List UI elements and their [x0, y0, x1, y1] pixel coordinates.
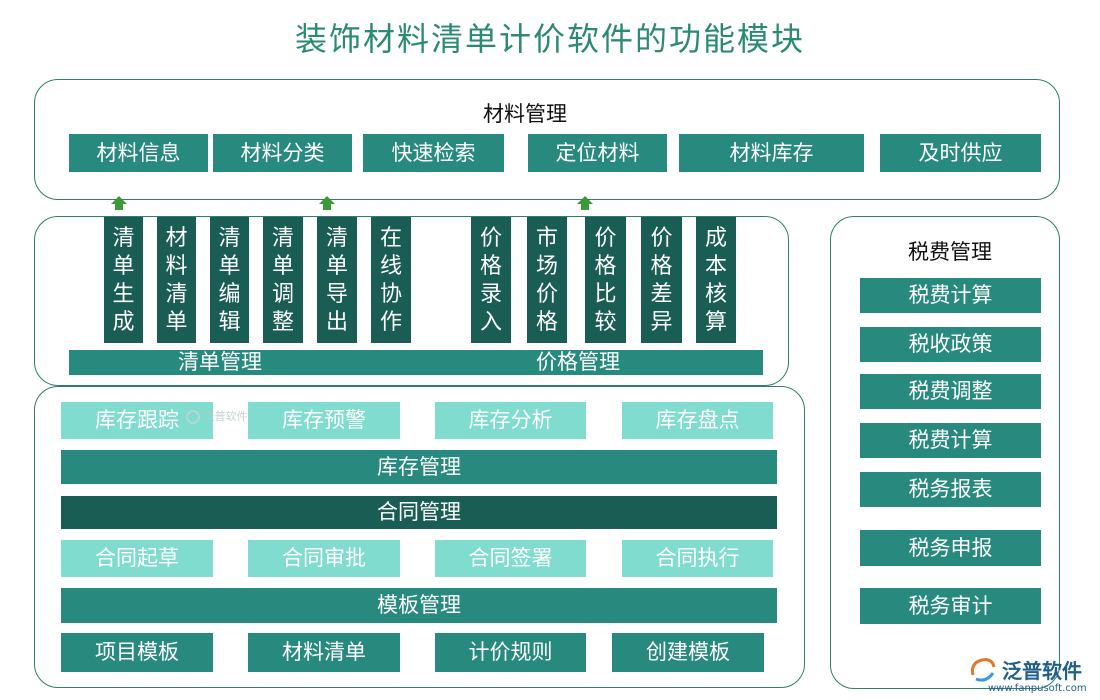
inventory-bar[interactable]: 库存管理	[61, 450, 777, 484]
material-item[interactable]: 及时供应	[880, 134, 1041, 172]
inventory-item[interactable]: 库存盘点	[622, 402, 773, 439]
contract-item[interactable]: 合同签署	[435, 540, 586, 577]
list-column[interactable]: 在线协作	[371, 217, 411, 343]
material-item[interactable]: 材料信息	[69, 134, 208, 172]
price-column[interactable]: 价格差异	[641, 217, 682, 343]
price-column[interactable]: 市场价格	[527, 217, 567, 343]
tax-item[interactable]: 税务申报	[860, 530, 1041, 566]
price-mgmt-label: 价格管理	[536, 350, 620, 374]
tax-item[interactable]: 税务报表	[860, 472, 1041, 507]
material-heading: 材料管理	[483, 102, 567, 126]
list-column[interactable]: 清单生成	[104, 217, 143, 343]
contract-item[interactable]: 合同执行	[622, 540, 773, 577]
contract-item[interactable]: 合同起草	[61, 540, 213, 577]
brand-logo: 泛普软件 www.fanpusoft.com	[968, 651, 1094, 697]
inventory-item[interactable]: 库存分析	[435, 402, 586, 439]
list-column[interactable]: 清单编辑	[210, 217, 249, 343]
list-column[interactable]: 清单调整	[263, 217, 303, 343]
price-column[interactable]: 成本核算	[696, 217, 736, 343]
list-column[interactable]: 材料清单	[157, 217, 196, 343]
material-item[interactable]: 材料库存	[679, 134, 864, 172]
price-column[interactable]: 价格比较	[585, 217, 626, 343]
template-item[interactable]: 创建模板	[612, 633, 764, 672]
watermark-text: 泛普软件	[203, 410, 248, 423]
list-mgmt-label: 清单管理	[178, 350, 262, 374]
brand-logo-text: 泛普软件	[1002, 659, 1082, 683]
template-item[interactable]: 项目模板	[61, 633, 213, 672]
tax-item[interactable]: 税费计算	[860, 423, 1041, 458]
material-item[interactable]: 定位材料	[528, 134, 667, 172]
template-item[interactable]: 计价规则	[435, 633, 586, 672]
tax-item[interactable]: 税务审计	[860, 588, 1041, 624]
page-title: 装饰材料清单计价软件的功能模块	[294, 20, 805, 58]
inventory-item[interactable]: 库存预警	[248, 402, 400, 439]
tax-item[interactable]: 税费计算	[860, 278, 1041, 313]
watermark-logo-icon	[186, 410, 200, 424]
brand-logo-icon	[970, 658, 996, 682]
watermark: 泛普软件	[186, 408, 248, 424]
template-bar[interactable]: 模板管理	[61, 588, 777, 623]
tax-item[interactable]: 税收政策	[860, 327, 1041, 362]
list-column[interactable]: 清单导出	[317, 217, 357, 343]
material-item[interactable]: 材料分类	[213, 134, 352, 172]
template-item[interactable]: 材料清单	[248, 633, 400, 672]
list-price-bar	[69, 350, 763, 375]
contract-item[interactable]: 合同审批	[248, 540, 400, 577]
tax-item[interactable]: 税费调整	[860, 374, 1041, 409]
tax-heading: 税费管理	[908, 240, 992, 264]
material-item[interactable]: 快速检索	[363, 134, 504, 172]
contract-bar[interactable]: 合同管理	[61, 496, 777, 529]
price-column[interactable]: 价格录入	[471, 217, 511, 343]
brand-logo-url: www.fanpusoft.com	[988, 683, 1087, 694]
